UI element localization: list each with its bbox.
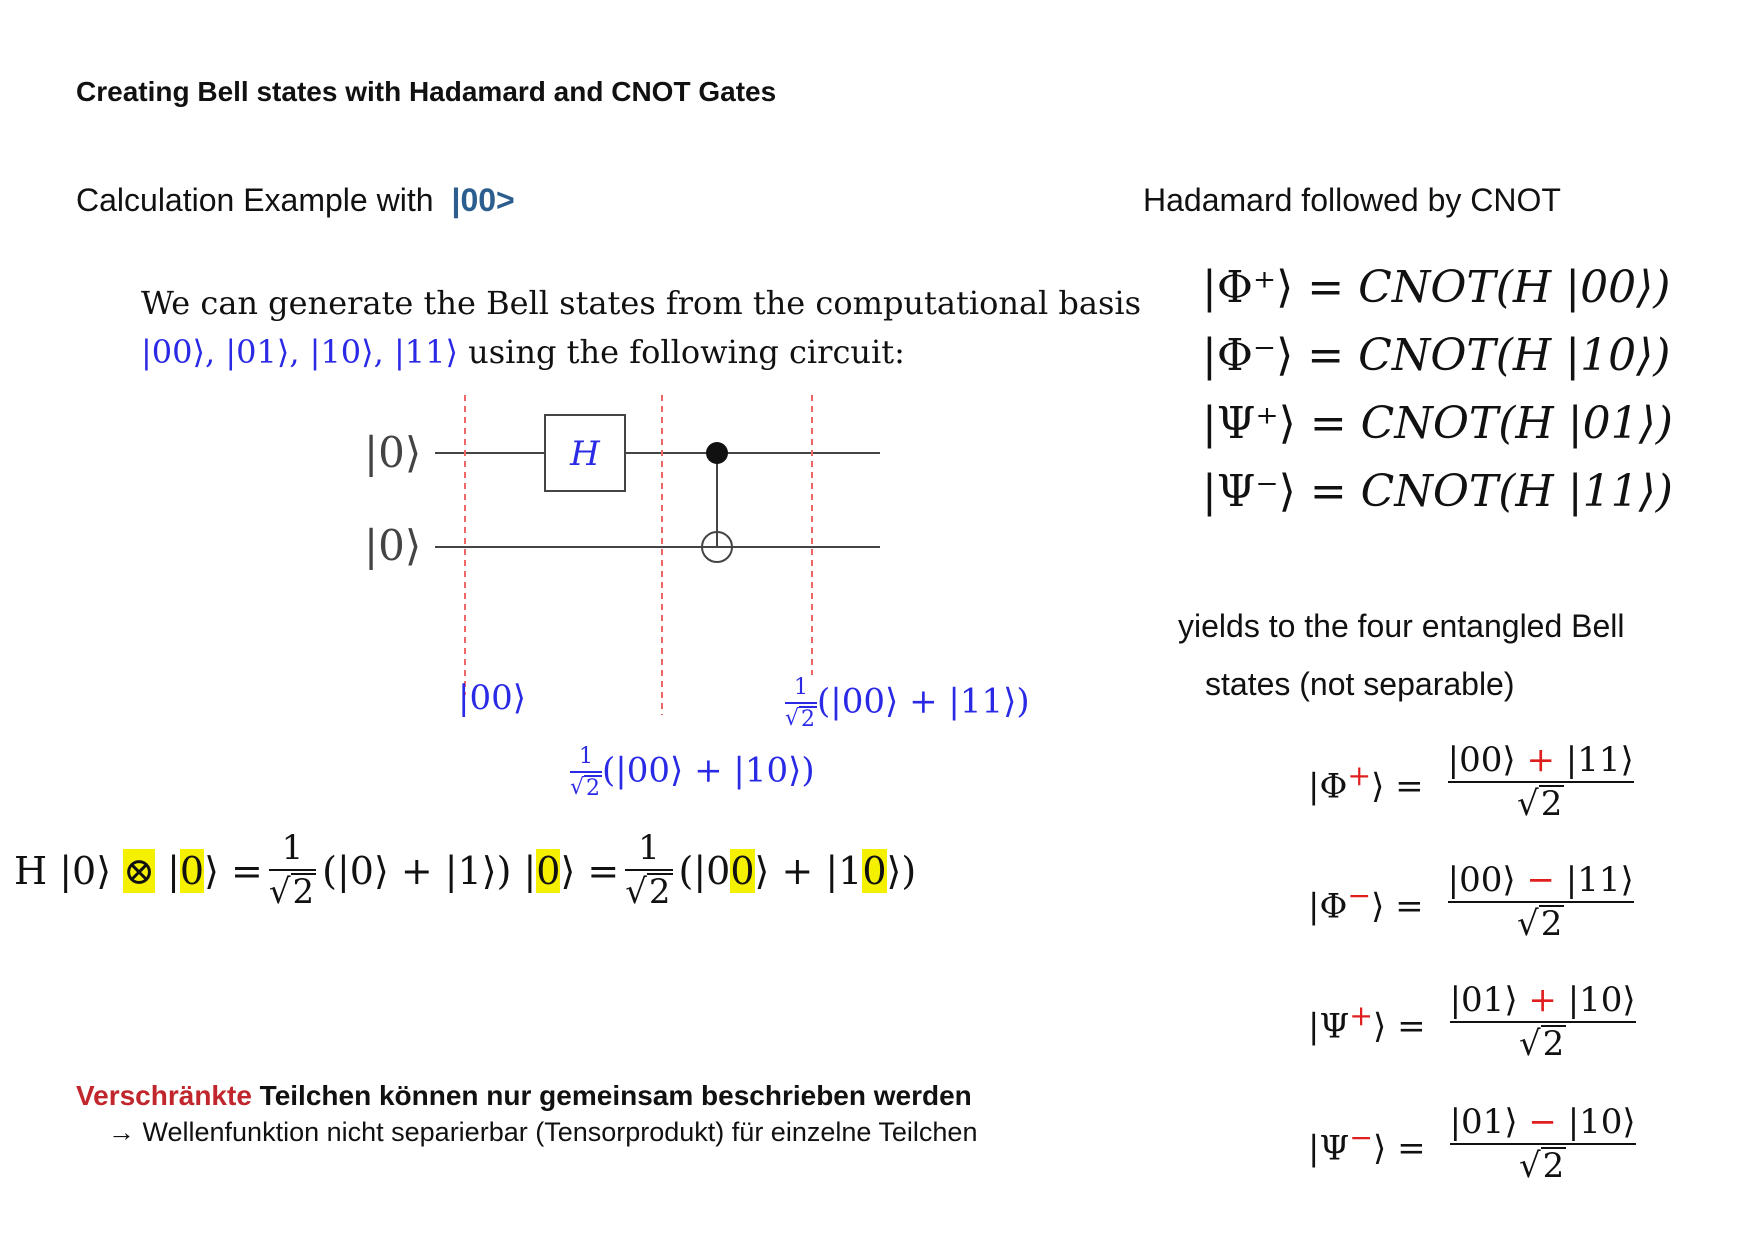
basis-kets: |00⟩, |01⟩, |10⟩, |11⟩ xyxy=(141,333,458,371)
entanglement-note-keyword: Verschränkte xyxy=(76,1080,252,1111)
cnot-equation-psi-minus: |Ψ⁻⟩ = CNOT(H |11⟩) xyxy=(1202,466,1673,517)
hadamard-tensor-equation: H |0⟩ ⊗ |0⟩ = 1√2 (|0⟩ + |1⟩) |0⟩ = 1√2 … xyxy=(14,828,917,913)
intro-line-2: |00⟩, |01⟩, |10⟩, |11⟩ using the followi… xyxy=(141,333,905,371)
bell-state-phi-plus: |Φ+⟩ = |00⟩ + |11⟩√2 xyxy=(1308,740,1634,825)
one-over-sqrt2: 1√2 xyxy=(268,828,317,913)
yields-text-line-2: states (not separable) xyxy=(1205,666,1515,702)
circuit-input-top: |0⟩ xyxy=(364,428,421,477)
entanglement-note-text: Teilchen können nur gemeinsam beschriebe… xyxy=(259,1080,972,1111)
cnot-control-dot xyxy=(706,442,728,464)
one-over-sqrt2: 1√2 xyxy=(625,828,673,913)
page-title: Creating Bell states with Hadamard and C… xyxy=(76,76,777,107)
intro-line-1: We can generate the Bell states from the… xyxy=(141,284,1142,322)
cnot-equation-psi-plus: |Ψ⁺⟩ = CNOT(H |01⟩) xyxy=(1202,398,1673,449)
tensor-product-symbol: ⊗ xyxy=(123,848,155,893)
calculation-heading: Calculation Example with |00> xyxy=(76,182,515,219)
yields-text-line-1: yields to the four entangled Bell xyxy=(1178,608,1625,644)
one-over-sqrt2: 1√2 xyxy=(785,675,818,733)
wavefunction-note: → Wellenfunktion nicht separierbar (Tens… xyxy=(108,1117,978,1147)
hadamard-gate-label: H xyxy=(569,434,601,474)
quantum-circuit-diagram: |0⟩ |0⟩ H xyxy=(364,395,880,715)
calculation-heading-text: Calculation Example with xyxy=(76,182,434,218)
calculation-heading-ket: |00> xyxy=(451,182,515,218)
cnot-equation-phi-plus: |Φ⁺⟩ = CNOT(H |00⟩) xyxy=(1202,262,1671,313)
cnot-equation-phi-minus: |Φ⁻⟩ = CNOT(H |10⟩) xyxy=(1202,330,1671,381)
entanglement-note: Verschränkte Teilchen können nur gemeins… xyxy=(76,1080,972,1112)
circuit-state-after-hadamard: 1√2 (|00⟩ + |10⟩) xyxy=(570,744,815,802)
hadamard-gate xyxy=(544,414,626,492)
bell-state-psi-plus: |Ψ+⟩ = |01⟩ + |10⟩√2 xyxy=(1308,980,1636,1065)
circuit-state-initial: |00⟩ xyxy=(458,678,526,718)
bell-state-psi-minus: |Ψ−⟩ = |01⟩ − |10⟩√2 xyxy=(1308,1102,1636,1187)
one-over-sqrt2: 1√2 xyxy=(570,744,603,802)
intro-line-2-text: using the following circuit: xyxy=(468,333,905,371)
bell-state-phi-minus: |Φ−⟩ = |00⟩ − |11⟩√2 xyxy=(1308,860,1634,945)
circuit-state-final: 1√2 (|00⟩ + |11⟩) xyxy=(785,675,1030,733)
circuit-input-bottom: |0⟩ xyxy=(364,521,421,570)
hadamard-cnot-heading: Hadamard followed by CNOT xyxy=(1143,182,1561,218)
